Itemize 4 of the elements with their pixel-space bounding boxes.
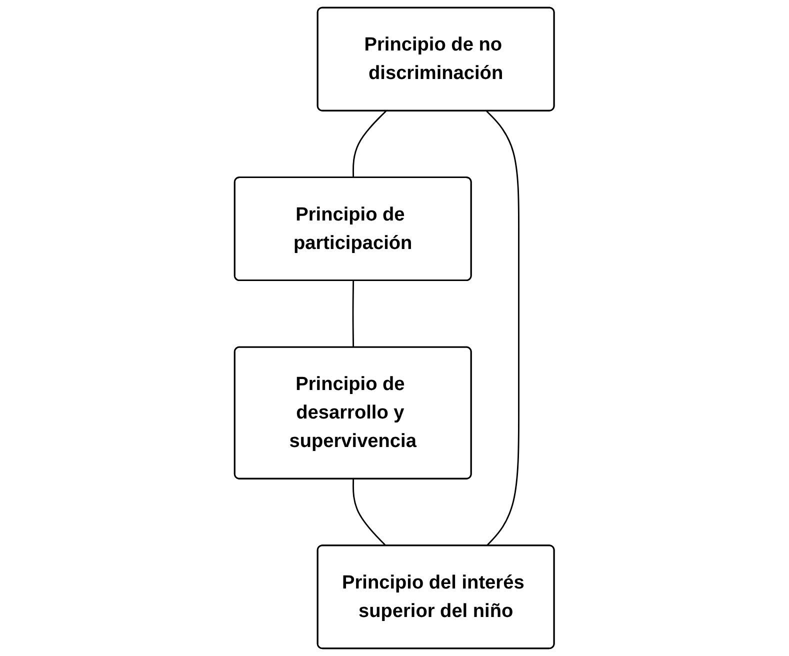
connector (352, 110, 387, 178)
connector (486, 110, 520, 546)
connector (352, 479, 387, 546)
connector (352, 280, 354, 348)
